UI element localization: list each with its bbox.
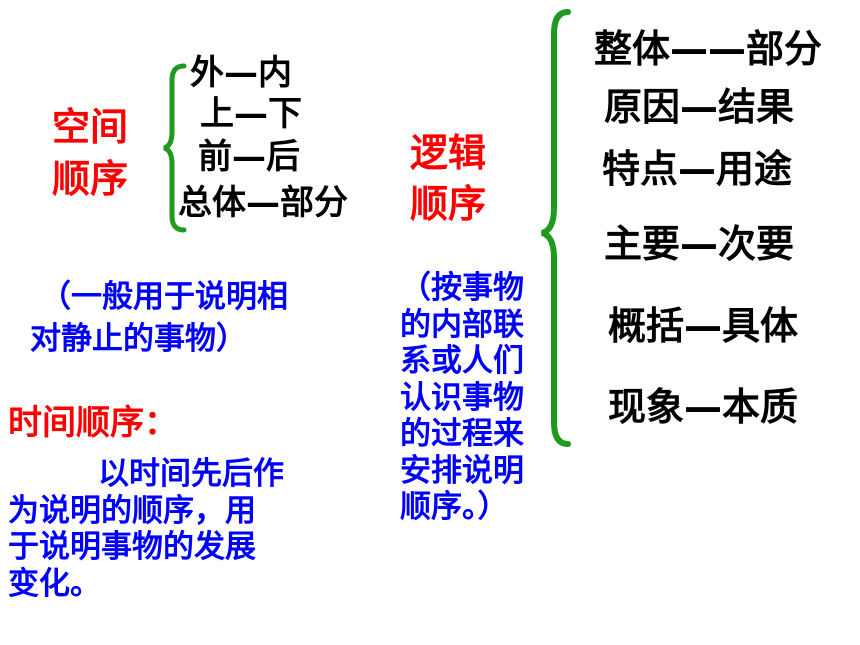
spatial-brace — [163, 63, 187, 233]
spatial-title-line2: 顺序 — [52, 157, 129, 201]
logical-note-line: 认识事物 — [400, 379, 524, 416]
logical-note: （按事物 的内部联 系或人们 认识事物 的过程来 安排说明 顺序。） — [400, 270, 524, 526]
spatial-item-whole-part: 总体—部分 — [178, 183, 348, 223]
temporal-desc: 以时间先后作 为说明的顺序，用 于说明事物的发展 变化。 — [8, 456, 284, 602]
spatial-item-top-bottom: 上—下 — [200, 94, 302, 134]
temporal-desc-line: 为说明的顺序，用 — [8, 492, 256, 529]
logical-note-line: 顺序。） — [400, 489, 509, 526]
logical-title-line1: 逻辑 — [410, 131, 487, 175]
spatial-item-outer-inner: 外—内 — [190, 53, 292, 93]
logical-note-line: （按事物 — [400, 270, 524, 306]
logical-note-line: 的内部联 — [400, 306, 524, 343]
logical-item-major-minor: 主要—次要 — [604, 222, 795, 266]
spatial-note-line1: （一般用于说明相 — [40, 279, 288, 315]
logical-item-phenomenon-essence: 现象—本质 — [608, 385, 799, 429]
logical-note-line: 的过程来 — [400, 416, 524, 453]
temporal-desc-line: 于说明事物的发展 — [8, 529, 256, 566]
temporal-desc-line: 以时间先后作 — [98, 456, 284, 492]
logical-note-line: 系或人们 — [400, 343, 524, 380]
logical-brace — [540, 9, 571, 447]
temporal-title: 时间顺序： — [8, 403, 178, 443]
logical-item-feature-use: 特点—用途 — [602, 147, 793, 191]
temporal-desc-line: 变化。 — [8, 565, 101, 602]
spatial-note-line2: 对静止的事物） — [30, 321, 247, 357]
logical-item-general-specific: 概括—具体 — [608, 304, 799, 348]
logical-item-whole-part: 整体——部分 — [594, 27, 823, 71]
logical-title-line2: 顺序 — [410, 182, 487, 226]
spatial-item-front-back: 前—后 — [198, 137, 300, 177]
spatial-title-line1: 空间 — [52, 105, 129, 149]
logical-item-cause-effect: 原因—结果 — [604, 85, 795, 129]
logical-note-line: 安排说明 — [400, 452, 524, 489]
